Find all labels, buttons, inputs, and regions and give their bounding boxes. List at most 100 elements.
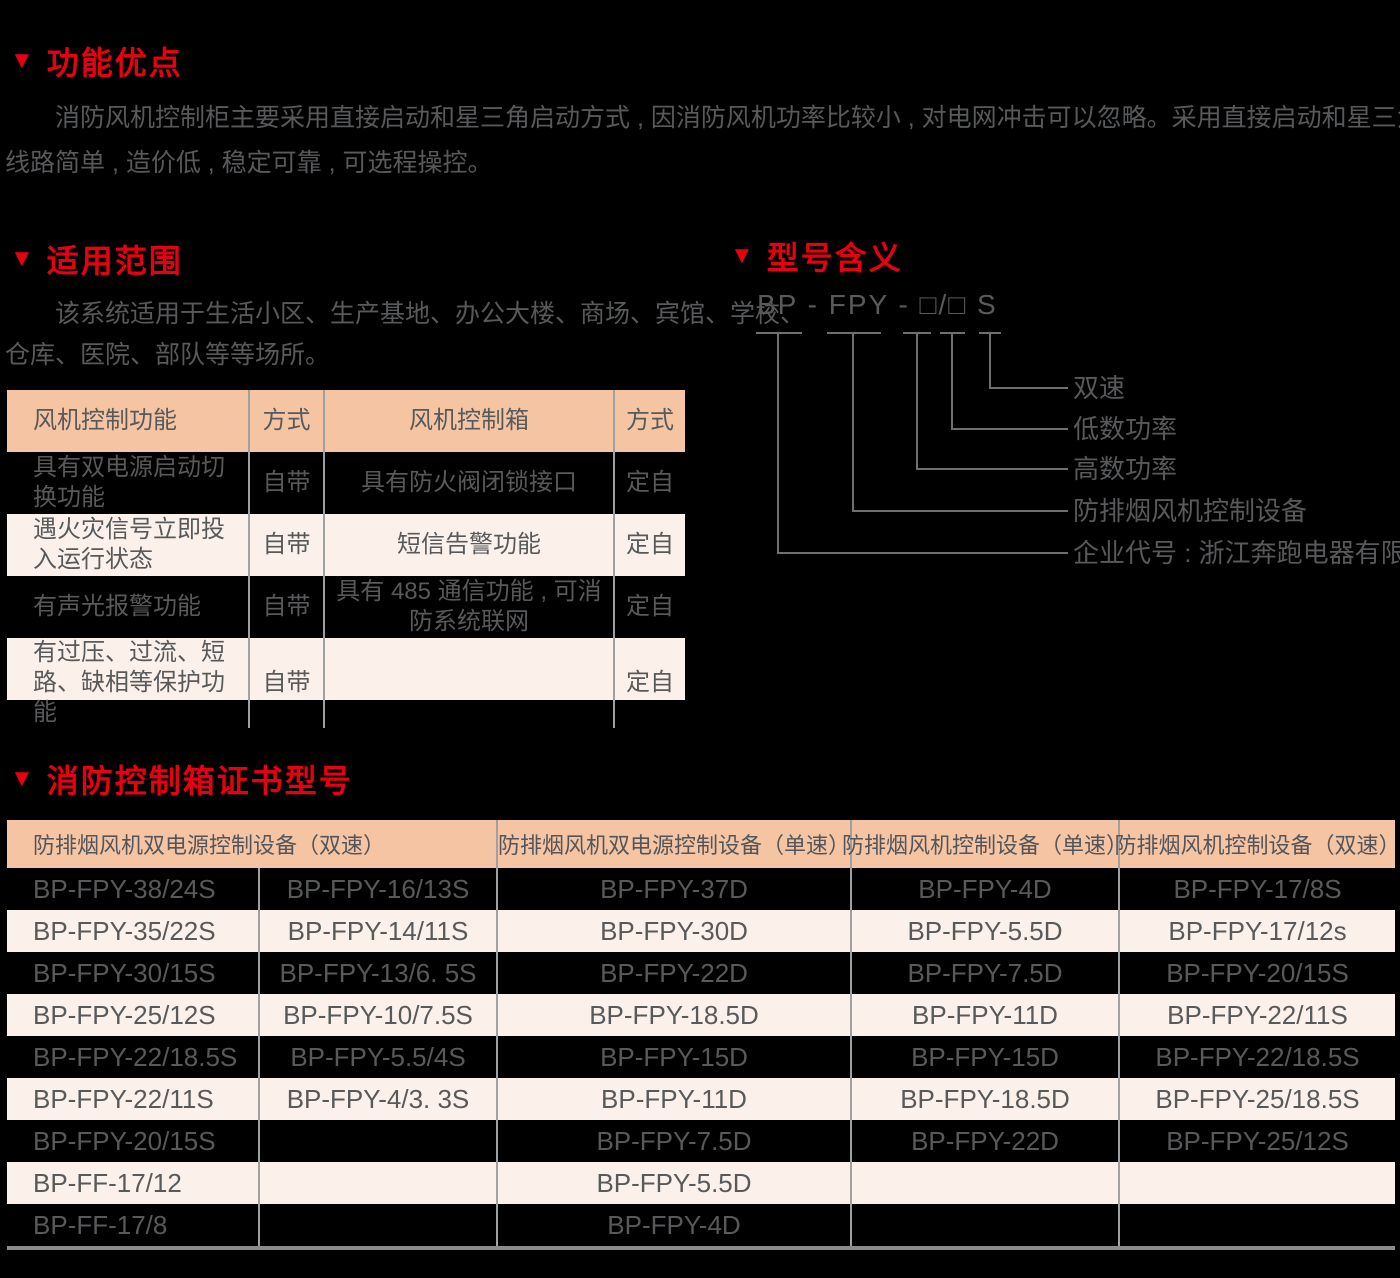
scope-line-2: 仓库、医院、部队等等场所。: [5, 341, 331, 369]
table-cell: 定自: [626, 531, 674, 558]
scope-line-1: 该系统适用于生活小区、生产基地、办公大楼、商场、宾馆、学校、: [55, 300, 806, 328]
table-cell: BP-FPY-25/18.5S: [1155, 1083, 1360, 1114]
diagram-connector-line: [916, 468, 1068, 470]
features-title: 功能优点: [46, 45, 183, 81]
table-cell: 有过压、过流、短路、缺相等保护功能: [7, 638, 250, 728]
scope-title: 适用范围: [46, 243, 183, 279]
table-cell: 具有防火阀闭锁接口: [325, 452, 615, 514]
table-cell: BP-FPY-11D: [498, 1078, 852, 1120]
table-cell: BP-FPY-20/15S: [1166, 957, 1349, 988]
table-cell: BP-FPY-22/18.5S: [1155, 1041, 1360, 1072]
header-cell: 风机控制箱: [325, 390, 615, 452]
features-line-2: 线路简单 , 造价低 , 稳定可靠 , 可选程操控。: [5, 149, 493, 177]
table-cell: BP-FPY-22/11S: [7, 1078, 260, 1120]
table-cell: BP-FPY-7.5D: [852, 952, 1120, 994]
table-cell: BP-FPY-5.5/4S: [260, 1036, 498, 1078]
table-cell: BP-FF-17/12: [7, 1162, 260, 1204]
model-label-company-code: 企业代号 : 浙江奔跑电器有限公司: [1073, 538, 1400, 568]
function-table-header: 风机控制功能 方式 风机控制箱 方式: [7, 390, 685, 452]
table-cell: [325, 638, 615, 728]
table-cell: BP-FPY-30/15S: [7, 952, 260, 994]
table-cell: BP-FPY-18.5D: [852, 1078, 1120, 1120]
model-label-low-power: 低数功率: [1073, 414, 1178, 444]
table-cell: [852, 1162, 1120, 1204]
triangle-marker-icon: ▼: [10, 765, 34, 792]
cert-table: 防排烟风机双电源控制设备（双速） 防排烟风机双电源控制设备（单速） 防排烟风机控…: [7, 820, 1400, 1250]
diagram-vertical-line: [777, 332, 779, 554]
features-heading: ▼ 功能优点: [10, 38, 183, 84]
table-cell: BP-FPY-22/11S: [1167, 999, 1348, 1030]
table-cell: BP-FPY-7.5D: [498, 1120, 852, 1162]
table-cell: 具有双电源启动切换功能: [7, 452, 250, 514]
table-cell: [260, 1204, 498, 1246]
scope-heading: ▼ 适用范围: [10, 236, 183, 282]
cert-table-row: BP-FPY-22/18.5S BP-FPY-5.5/4S BP-FPY-15D…: [7, 1036, 1395, 1078]
model-label-device-type: 防排烟风机控制设备: [1073, 496, 1308, 526]
cert-table-row: BP-FPY-25/12S BP-FPY-10/7.5S BP-FPY-18.5…: [7, 994, 1395, 1036]
header-cell: 防排烟风机控制设备（单速）: [842, 820, 1128, 868]
cert-table-row: BP-FPY-30/15S BP-FPY-13/6. 5S BP-FPY-22D…: [7, 952, 1395, 994]
table-cell: BP-FPY-5.5D: [852, 910, 1120, 952]
table-cell: [852, 1204, 1120, 1246]
table-cell: [1120, 1204, 1395, 1246]
table-cell: 自带: [250, 514, 325, 576]
model-title: 型号含义: [766, 240, 903, 276]
table-cell: BP-FPY-17/8S: [1173, 873, 1342, 904]
table-cell: BP-FPY-37D: [498, 868, 852, 910]
table-cell: BP-FPY-20/15S: [7, 1120, 260, 1162]
table-cell: 自带: [250, 452, 325, 514]
cert-table-row: BP-FPY-22/11S BP-FPY-4/3. 3S BP-FPY-11D …: [7, 1078, 1395, 1120]
certificates-heading: ▼ 消防控制箱证书型号: [10, 756, 353, 802]
function-table: 风机控制功能 方式 风机控制箱 方式 具有双电源启动切换功能 自带 具有防火阀闭…: [7, 390, 685, 728]
diagram-connector-line: [777, 552, 1068, 554]
header-cell: 风机控制功能: [7, 390, 250, 452]
table-cell: BP-FPY-11D: [852, 994, 1120, 1036]
table-cell: BP-FPY-22/18.5S: [7, 1036, 260, 1078]
table-cell: [1120, 1162, 1395, 1204]
table-cell: BP-FPY-18.5D: [498, 994, 852, 1036]
triangle-marker-icon: ▼: [10, 47, 34, 74]
table-cell: BP-FPY-25/12S: [7, 994, 260, 1036]
diagram-vertical-line: [852, 332, 854, 512]
triangle-marker-icon: ▼: [10, 245, 34, 272]
features-paragraph: 消防风机控制柜主要采用直接启动和星三角启动方式 , 因消防风机功率比较小 , 对…: [5, 96, 1400, 186]
cert-table-row: BP-FPY-38/24S BP-FPY-16/13S BP-FPY-37D B…: [7, 868, 1395, 910]
header-cell: 防排烟风机控制设备（双速）: [1114, 833, 1400, 858]
table-cell: 遇火灾信号立即投入运行状态: [7, 514, 250, 576]
cert-table-row: BP-FPY-20/15S BP-FPY-7.5D BP-FPY-22D BP-…: [7, 1120, 1395, 1162]
table-cell: BP-FPY-16/13S: [260, 868, 498, 910]
table-cell: 短信告警功能: [325, 514, 615, 576]
diagram-vertical-line: [989, 332, 991, 389]
header-cell: 防排烟风机双电源控制设备（双速）: [7, 820, 498, 868]
diagram-connector-line: [852, 510, 1068, 512]
cert-table-row: BP-FF-17/8 BP-FPY-4D: [7, 1204, 1395, 1246]
model-label-dual-speed: 双速: [1073, 373, 1126, 403]
table-cell: BP-FPY-10/7.5S: [260, 994, 498, 1036]
table-cell: 定自: [626, 669, 674, 696]
table-cell: BP-FPY-17/12s: [1168, 915, 1347, 946]
function-table-row: 遇火灾信号立即投入运行状态 自带 短信告警功能 定自: [7, 514, 685, 576]
table-cell: BP-FPY-38/24S: [7, 868, 260, 910]
table-cell: BP-FPY-4D: [852, 868, 1120, 910]
table-cell: BP-FPY-4D: [498, 1204, 852, 1246]
table-cell: BP-FPY-13/6. 5S: [260, 952, 498, 994]
table-cell: BP-FPY-15D: [498, 1036, 852, 1078]
table-cell: 定自: [626, 593, 674, 620]
table-cell: BP-FPY-4/3. 3S: [260, 1078, 498, 1120]
table-cell: [260, 1120, 498, 1162]
features-line-1: 消防风机控制柜主要采用直接启动和星三角启动方式 , 因消防风机功率比较小 , 对…: [55, 104, 1400, 132]
table-cell: 有声光报警功能: [7, 576, 250, 638]
diagram-tick: [756, 332, 802, 334]
table-cell: BP-FPY-35/22S: [7, 910, 260, 952]
table-cell: 自带: [250, 638, 325, 728]
function-table-row: 有声光报警功能 自带 具有 485 通信功能 , 可消防系统联网 定自: [7, 576, 685, 638]
model-code: BP - FPY - □/□ S: [757, 289, 998, 320]
scope-paragraph: 该系统适用于生活小区、生产基地、办公大楼、商场、宾馆、学校、 仓库、医院、部队等…: [5, 294, 805, 376]
header-cell: 方式: [250, 390, 325, 452]
diagram-tick: [827, 332, 881, 334]
table-cell: BP-FPY-15D: [852, 1036, 1120, 1078]
triangle-marker-icon: ▼: [730, 242, 754, 269]
table-cell: BP-FF-17/8: [7, 1204, 260, 1246]
cert-table-header: 防排烟风机双电源控制设备（双速） 防排烟风机双电源控制设备（单速） 防排烟风机控…: [7, 820, 1400, 868]
